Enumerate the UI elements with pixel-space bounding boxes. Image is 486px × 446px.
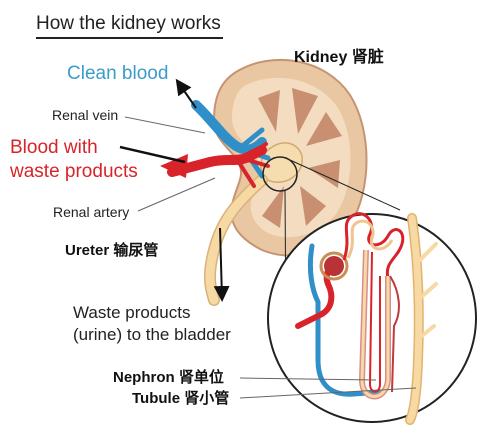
tubule-label: Tubule 肾小管	[132, 390, 230, 407]
renal-vein	[191, 100, 267, 155]
zoom-source-circle	[262, 156, 298, 192]
renal-artery-label: Renal artery	[53, 204, 130, 220]
title-underline	[36, 37, 223, 39]
tubule-leader	[239, 387, 417, 399]
nephron-illustration	[295, 212, 438, 425]
waste-blood-arrow	[119, 145, 186, 164]
renal-pyramids	[258, 88, 342, 228]
ureter-down-arrow	[213, 227, 230, 302]
clean-blood-label: Clean blood	[67, 63, 169, 84]
waste-blood-label-line2: waste products	[10, 161, 138, 182]
urine-label-line2: (urine) to the bladder	[73, 325, 231, 344]
renal-vein-leader	[124, 116, 206, 134]
ureter-label: Ureter 输尿管	[65, 242, 159, 259]
urine-label-line1: Waste products	[73, 303, 191, 322]
renal-vein-label: Renal vein	[52, 107, 119, 123]
nephron-leader	[239, 377, 377, 381]
diagram-title: How the kidney works	[36, 13, 221, 34]
renal-artery-leader	[137, 177, 216, 212]
kidney-label: Kidney 肾脏	[294, 49, 384, 66]
renal-pelvis	[260, 142, 303, 183]
waste-blood-label-line1: Blood with	[10, 137, 98, 158]
nephron-label: Nephron 肾单位	[113, 369, 224, 386]
clean-blood-arrow	[175, 78, 197, 109]
